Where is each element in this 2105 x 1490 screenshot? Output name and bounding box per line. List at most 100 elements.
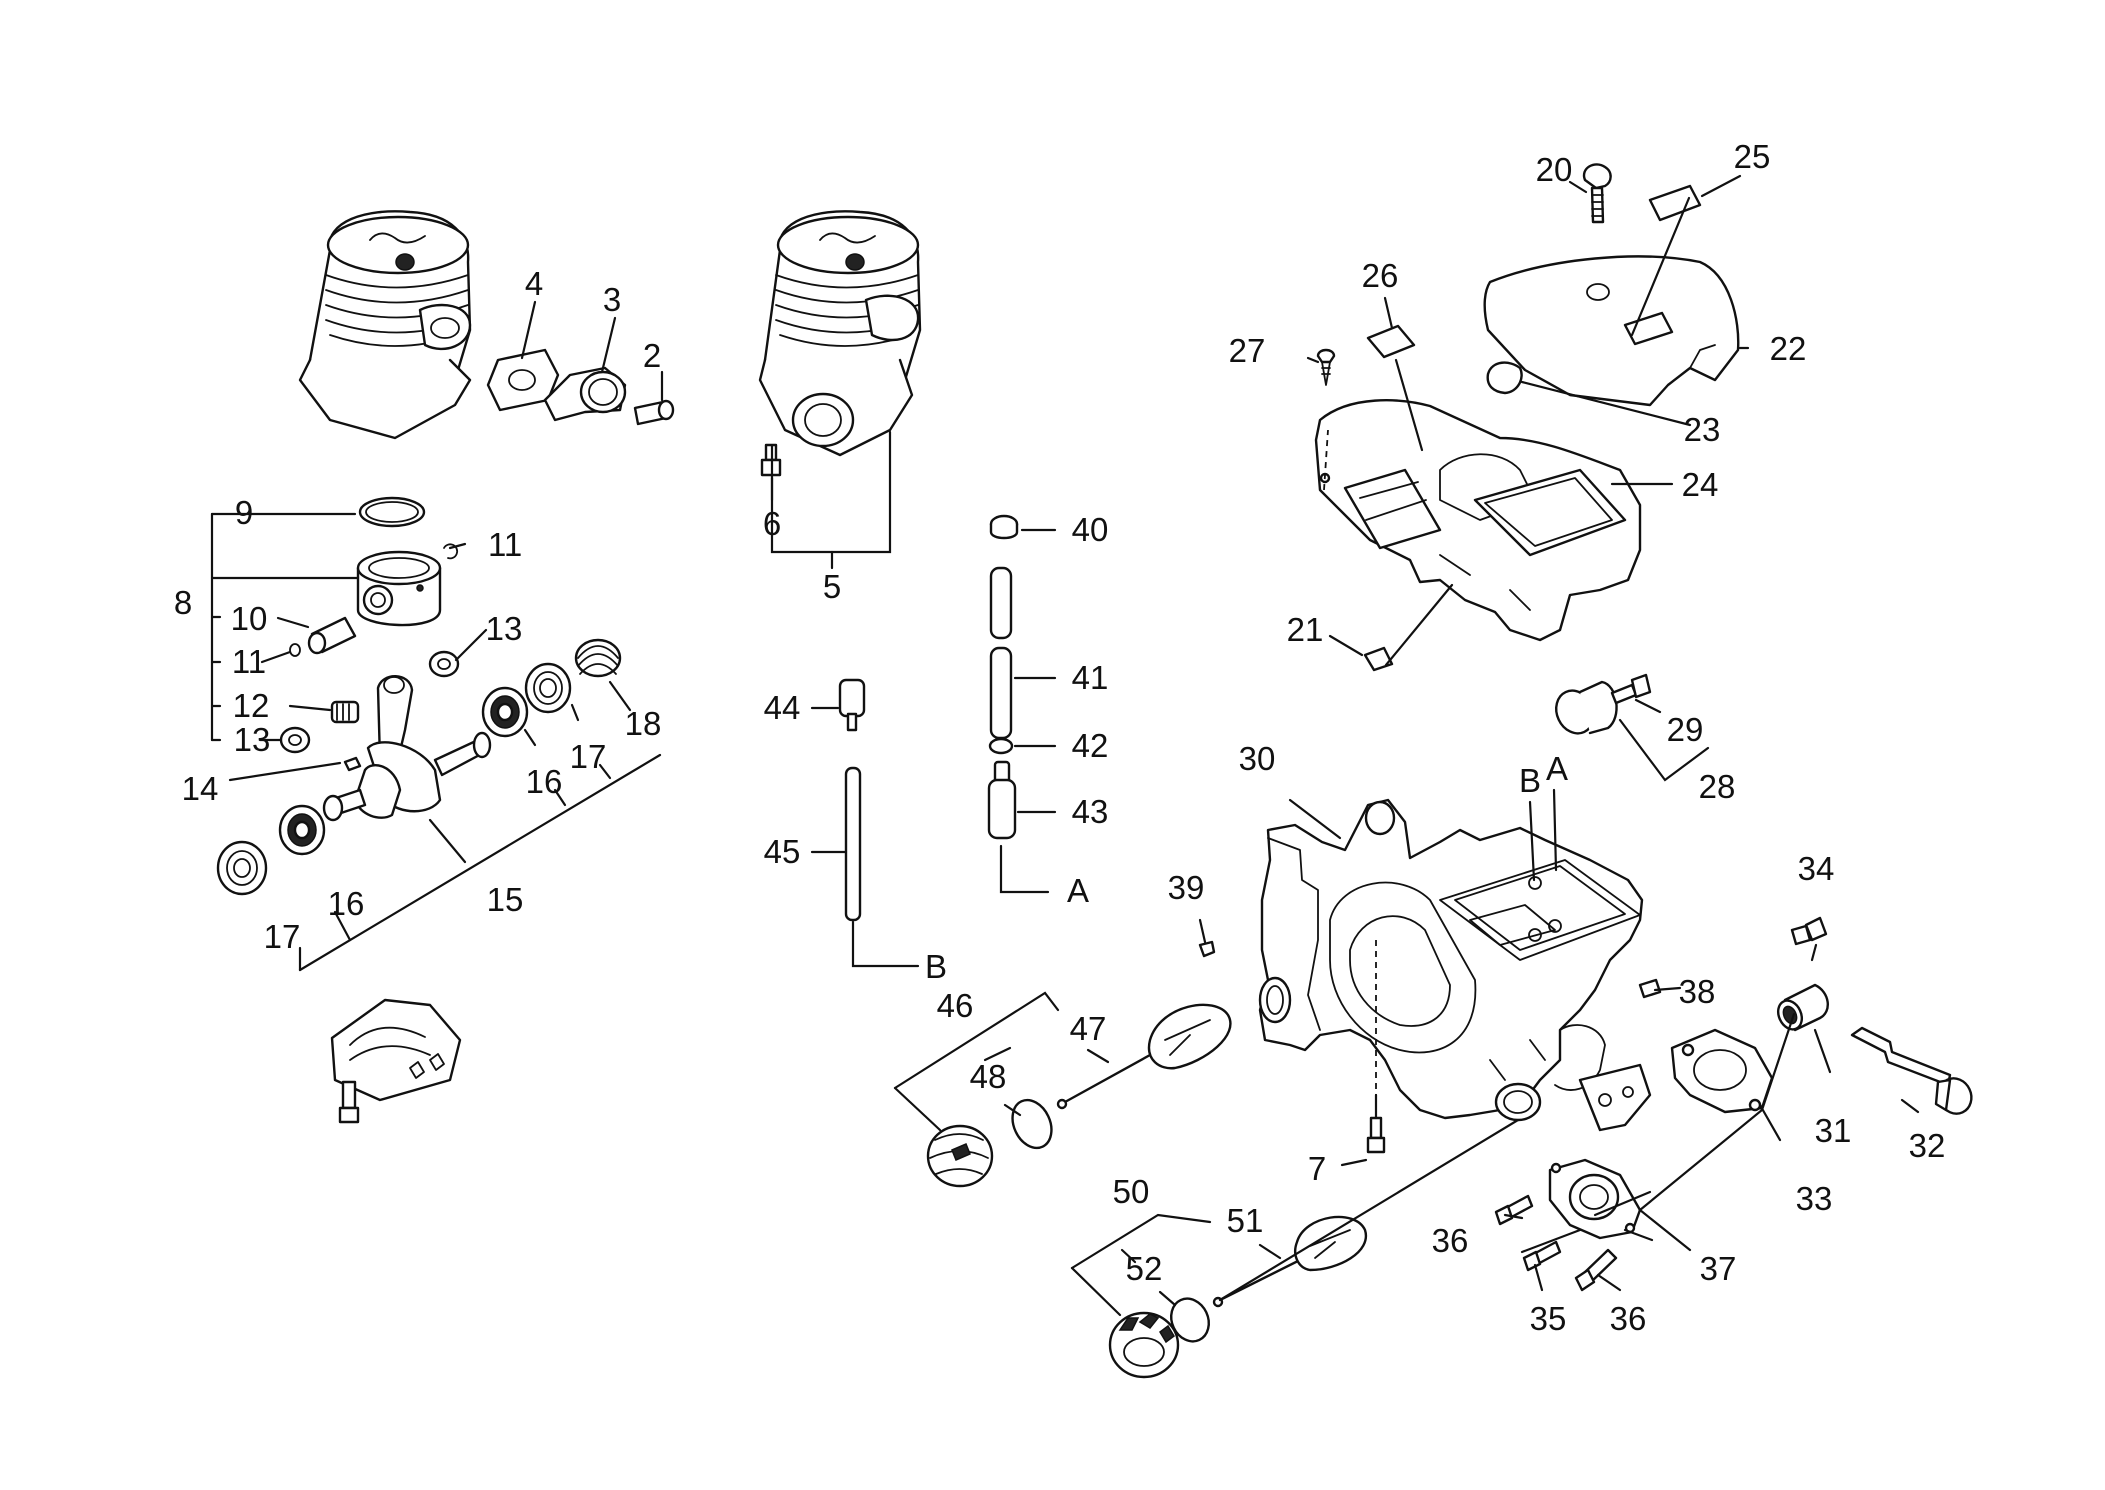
callout-11-left: 11 — [232, 643, 266, 680]
callout-11-right: 11 — [488, 526, 522, 563]
callout-23: 23 — [1684, 411, 1721, 448]
filter-43 — [987, 760, 1017, 840]
callout-26: 26 — [1362, 257, 1399, 294]
callout-36-left: 36 — [1432, 1222, 1469, 1259]
callout-22: 22 — [1770, 330, 1807, 367]
bearing-16b — [278, 804, 326, 856]
callout-4: 4 — [525, 265, 543, 302]
ref-B-crankcase: B — [1519, 762, 1541, 799]
bushing-31 — [1776, 983, 1829, 1032]
callout-16-left: 16 — [328, 885, 365, 922]
filter-44 — [838, 678, 866, 732]
mount-37 — [1548, 1158, 1642, 1240]
callout-18: 18 — [625, 705, 662, 742]
knob-20 — [1582, 163, 1612, 224]
callout-32: 32 — [1909, 1127, 1946, 1164]
callout-17-right: 17 — [570, 738, 607, 775]
callout-44: 44 — [764, 689, 801, 726]
callout-13-left: 13 — [234, 721, 271, 758]
callout-6: 6 — [763, 505, 781, 542]
strap-51 — [1212, 1215, 1368, 1308]
washer-13b — [428, 650, 460, 678]
dashed-lines — [1323, 429, 1377, 1095]
callout-8: 8 — [174, 584, 192, 621]
screw-35 — [1522, 1240, 1562, 1272]
bearing-12 — [330, 700, 360, 724]
bolt-6 — [760, 443, 782, 477]
label-38 — [1638, 978, 1662, 999]
callout-42: 42 — [1072, 727, 1109, 764]
callout-5: 5 — [823, 568, 841, 605]
oring-48 — [1011, 1098, 1053, 1150]
callout-3: 3 — [603, 281, 621, 318]
leader-lines — [210, 174, 1920, 1317]
callout-51: 51 — [1227, 1202, 1264, 1239]
screw-39 — [1198, 940, 1216, 958]
hose-41-upper — [989, 566, 1013, 640]
callout-45: 45 — [764, 833, 801, 870]
hose-45 — [844, 766, 862, 922]
oring-52 — [1170, 1297, 1210, 1343]
bearing-16a — [481, 686, 529, 738]
callout-36-right: 36 — [1610, 1300, 1647, 1337]
callout-34: 34 — [1798, 850, 1835, 887]
callout-16-right: 16 — [526, 763, 563, 800]
mount-33 — [1670, 1028, 1774, 1114]
circlip-11 — [443, 543, 459, 560]
strap-47 — [1056, 1003, 1232, 1110]
callout-52: 52 — [1126, 1250, 1163, 1287]
callout-38: 38 — [1679, 973, 1716, 1010]
screw-36a — [1494, 1194, 1534, 1226]
bolt-7 — [1366, 1116, 1386, 1154]
callout-40: 40 — [1072, 511, 1109, 548]
callout-7: 7 — [1308, 1150, 1326, 1187]
callout-12: 12 — [233, 687, 270, 724]
callout-14: 14 — [182, 770, 219, 807]
callout-17-left: 17 — [264, 918, 301, 955]
cap-50 — [1108, 1311, 1180, 1379]
screw-29 — [1610, 673, 1652, 705]
label-21 — [1363, 646, 1394, 672]
cover-24 — [1314, 399, 1642, 642]
ref-B-fuel: B — [925, 948, 947, 985]
lever-32 — [1850, 1026, 1973, 1115]
callout-41: 41 — [1072, 659, 1109, 696]
cylinder-left — [298, 210, 472, 440]
screw-2 — [633, 399, 675, 426]
ring-42 — [988, 737, 1014, 755]
callout-39: 39 — [1168, 869, 1205, 906]
callout-21: 21 — [1287, 611, 1324, 648]
piston-8 — [356, 550, 442, 627]
callout-29: 29 — [1667, 711, 1704, 748]
callout-31: 31 — [1815, 1112, 1852, 1149]
callout-24: 24 — [1682, 466, 1719, 503]
sleeve-18 — [574, 638, 622, 678]
callout-20: 20 — [1536, 151, 1573, 188]
seal-17a — [524, 662, 572, 714]
callout-35: 35 — [1530, 1300, 1567, 1337]
label-26 — [1366, 324, 1416, 359]
seal-17b — [216, 840, 268, 896]
piston-pin-10 — [307, 616, 357, 655]
callout-10: 10 — [231, 600, 268, 637]
crankshaft-15 — [322, 675, 492, 822]
bushing-28 — [1555, 680, 1618, 735]
callout-2: 2 — [643, 337, 661, 374]
ref-A-oil: A — [1067, 872, 1089, 909]
callout-50: 50 — [1113, 1173, 1150, 1210]
washer-13 — [279, 726, 311, 754]
circlip-11b — [289, 643, 301, 657]
screw-36b — [1574, 1248, 1618, 1292]
screw-34 — [1790, 916, 1828, 946]
label-25 — [1648, 184, 1702, 222]
hose-41-lower — [989, 646, 1013, 740]
callout-28: 28 — [1699, 768, 1736, 805]
callout-9: 9 — [235, 494, 253, 531]
piston-ring-9 — [358, 496, 426, 528]
crankcase-30 — [1258, 798, 1652, 1132]
grommet-40 — [989, 514, 1019, 540]
screw-27 — [1316, 348, 1336, 386]
callout-25: 25 — [1734, 138, 1771, 175]
callout-43: 43 — [1072, 793, 1109, 830]
